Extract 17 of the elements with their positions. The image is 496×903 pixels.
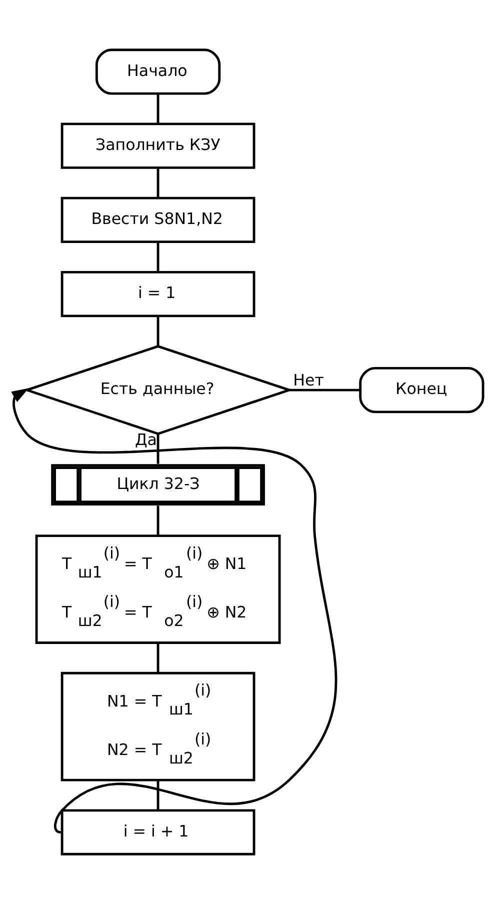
edge-label: Да — [134, 430, 157, 449]
node-box: Начало — [95, 48, 221, 94]
node-box: i = 1 — [60, 270, 256, 317]
connector — [156, 642, 160, 672]
connector — [156, 780, 160, 810]
node-box: Ввести S8N1,N2 — [60, 196, 256, 243]
connector — [156, 241, 160, 272]
node-box: Конец — [359, 366, 484, 413]
node-box: i = i + 1 — [60, 808, 256, 855]
connector — [156, 167, 160, 198]
connector — [156, 505, 160, 536]
node-box: Заполнить КЗУ — [60, 122, 256, 168]
connector — [156, 316, 160, 346]
edge-label: Нет — [293, 370, 324, 390]
connector — [156, 93, 160, 124]
connector — [156, 434, 160, 464]
connector — [289, 388, 360, 391]
